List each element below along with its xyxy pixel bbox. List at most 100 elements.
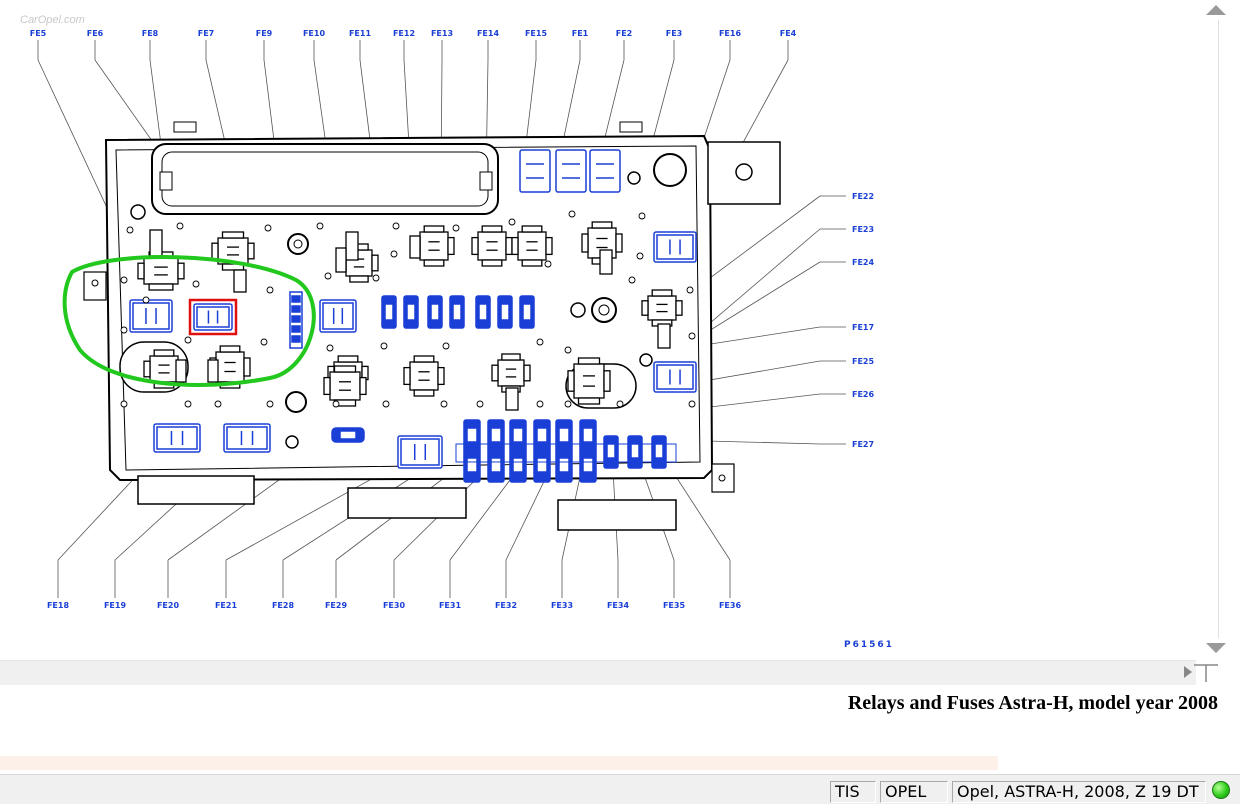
- mini-fuse: [381, 295, 397, 329]
- watermark-logo: CarOpel.com: [20, 14, 85, 26]
- mini-fuse: [627, 435, 643, 469]
- relay-pin: [175, 359, 187, 383]
- fuse-block: [589, 149, 621, 193]
- mounting-hole: [564, 400, 572, 408]
- scroll-down-button[interactable]: [1202, 638, 1230, 658]
- mounting-hole: [142, 296, 150, 304]
- relay-pin: [233, 269, 247, 293]
- mounting-hole: [120, 276, 128, 284]
- status-bar: TIS OPEL Opel, ASTRA-H, 2008, Z 19 DT: [0, 774, 1240, 804]
- mounting-hole: [326, 344, 334, 352]
- fuse-label: FE12: [393, 29, 415, 38]
- mounting-hole: [214, 400, 222, 408]
- fuse-label: FE11: [349, 29, 371, 38]
- fuse-maxi: [653, 361, 697, 393]
- mounting-hole: [176, 222, 184, 230]
- document-caption: Relays and Fuses Astra-H, model year 200…: [847, 692, 1218, 714]
- fuse-label: FE24: [852, 258, 874, 267]
- mounting-hole: [266, 286, 274, 294]
- fuse-block: [519, 149, 551, 193]
- relay: [403, 355, 445, 397]
- relay-pin: [505, 387, 519, 411]
- relay: [471, 225, 513, 267]
- fuse-label: FE6: [87, 29, 104, 38]
- fuse-maxi: [319, 299, 357, 333]
- fuse-label: FE14: [477, 29, 499, 38]
- horizontal-scrollbar[interactable]: [0, 660, 1196, 685]
- mounting-hole: [568, 210, 576, 218]
- fuse-label: FE1: [572, 29, 589, 38]
- relay-pin: [599, 249, 613, 275]
- scroll-track[interactable]: [1218, 18, 1219, 638]
- fuse-label: FE4: [780, 29, 797, 38]
- mounting-hole: [440, 400, 448, 408]
- relay-pin: [335, 247, 347, 273]
- mounting-hole: [442, 342, 450, 350]
- mounting-hole: [184, 400, 192, 408]
- fuse-label: FE21: [215, 601, 237, 610]
- fuse-label: FE19: [104, 601, 126, 610]
- fuse-label: FE30: [383, 601, 405, 610]
- scroll-up-arrow-icon: [1206, 5, 1226, 15]
- fuse-label: FE34: [607, 601, 629, 610]
- fuse-label: FE13: [431, 29, 453, 38]
- relay: [413, 225, 455, 267]
- mini-fuse: [579, 419, 597, 483]
- fuse-maxi: [653, 231, 697, 263]
- fuse-label: FE35: [663, 601, 685, 610]
- mounting-hole: [536, 338, 544, 346]
- mounting-hole: [184, 336, 192, 344]
- relay-pin: [657, 323, 671, 349]
- mounting-hole: [324, 272, 332, 280]
- vertical-scrollbar[interactable]: [1196, 0, 1240, 660]
- online-indicator-icon: [1212, 781, 1230, 799]
- fuse-label: FE8: [142, 29, 159, 38]
- mounting-hole: [120, 326, 128, 334]
- mounting-hole: [452, 224, 460, 232]
- fuse-maxi: [129, 299, 173, 333]
- mounting-hole: [382, 400, 390, 408]
- fuse-label: FE18: [47, 601, 69, 610]
- selected-fuse-box[interactable]: [188, 298, 238, 336]
- mini-fuse: [603, 435, 619, 469]
- fuse-label: FE5: [30, 29, 47, 38]
- relay-pin: [345, 231, 359, 261]
- fuse-label: FE15: [525, 29, 547, 38]
- mini-fuse: [403, 295, 419, 329]
- mounting-hole: [380, 342, 388, 350]
- relay: [511, 225, 553, 267]
- mounting-hole: [192, 280, 200, 288]
- mounting-hole: [476, 400, 484, 408]
- fuse-label: FE17: [852, 323, 874, 332]
- mounting-hole: [260, 338, 268, 346]
- mini-fuse: [463, 419, 481, 483]
- mounting-hole: [120, 400, 128, 408]
- relay: [567, 357, 611, 405]
- fusebox-diagram: CarOpel.com: [20, 14, 875, 610]
- resize-grip-icon[interactable]: [1178, 662, 1222, 684]
- fuse-label: FE27: [852, 440, 874, 449]
- mounting-hole: [266, 400, 274, 408]
- fuse-label: FE9: [256, 29, 273, 38]
- fuse-label: FE2: [616, 29, 633, 38]
- mounting-hole: [126, 226, 134, 234]
- mini-fuse: [651, 435, 667, 469]
- mini-fuse: [519, 295, 535, 329]
- scroll-up-button[interactable]: [1202, 0, 1230, 20]
- relay-pin: [149, 229, 163, 257]
- fuse-label: FE10: [303, 29, 325, 38]
- mounting-hole: [508, 218, 516, 226]
- selected-fuse: [193, 303, 233, 331]
- status-cell-application: TIS: [830, 781, 876, 803]
- relay-pin: [207, 359, 219, 383]
- fuse-label: FE26: [852, 390, 874, 399]
- mini-fuse: [487, 419, 505, 483]
- mini-fuse: [497, 295, 513, 329]
- fuse-label: FE36: [719, 601, 741, 610]
- part-number-label: P61561: [844, 640, 894, 650]
- relay-pin: [409, 235, 421, 259]
- mini-fuse: [533, 419, 551, 483]
- relay: [143, 349, 185, 389]
- mounting-hole: [628, 276, 636, 284]
